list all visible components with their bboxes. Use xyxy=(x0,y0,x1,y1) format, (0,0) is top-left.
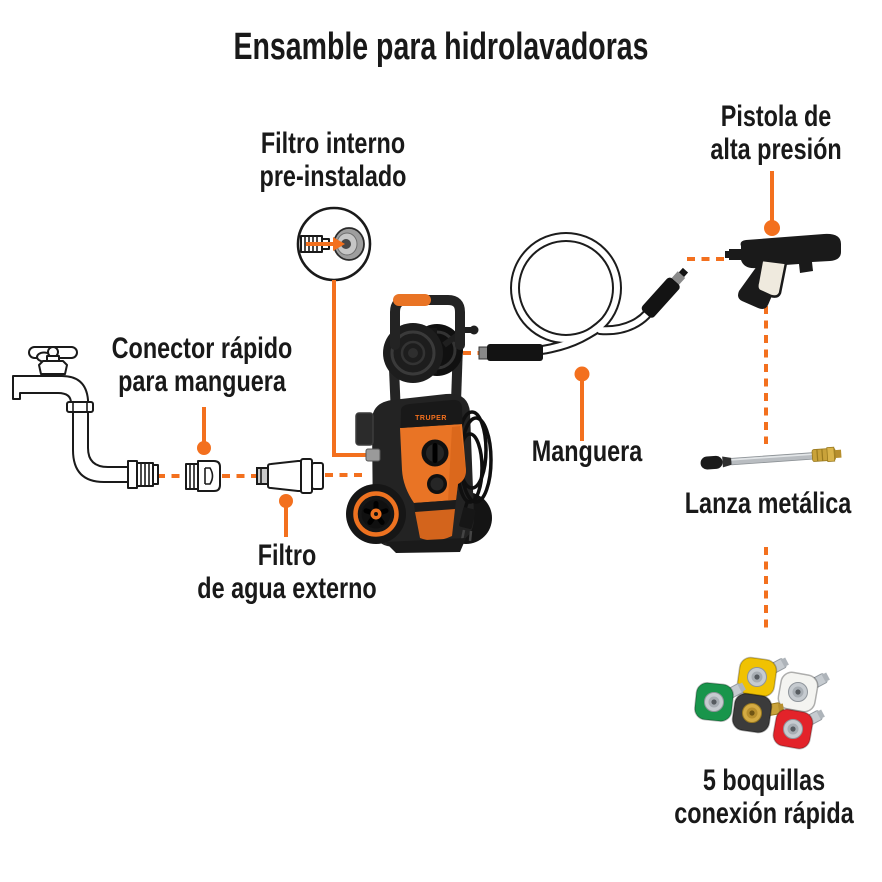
nozzle-white xyxy=(777,671,830,713)
label-filtro-externo-line1: Filtro xyxy=(257,539,317,572)
leader-internal-filter xyxy=(332,280,370,457)
dashed-connectors xyxy=(157,257,768,628)
label-filtro-interno: Filtro interno pre-instalado xyxy=(259,127,407,193)
hose-reel xyxy=(383,323,479,383)
leader-filtro-externo-dot xyxy=(279,494,293,508)
label-conector: Conector rápido para manguera xyxy=(111,332,293,398)
label-boquillas: 5 boquillas conexión rápida xyxy=(674,764,854,830)
hose-gun-connector xyxy=(641,267,689,318)
handle-grip xyxy=(393,294,431,306)
page-title: Ensamble para hidrolavadoras xyxy=(233,26,649,68)
machine-base xyxy=(385,538,466,553)
leader-manguera-dot xyxy=(574,366,590,382)
label-boquillas-line2: conexión rápida xyxy=(674,796,854,830)
nozzle-yellow xyxy=(736,656,789,698)
water-inlet xyxy=(365,448,381,462)
label-conector-line1: Conector rápido xyxy=(111,332,293,365)
lance-illustration xyxy=(700,446,842,470)
label-manguera: Manguera xyxy=(531,435,643,469)
gun-trigger xyxy=(756,258,788,298)
label-pistola: Pistola de alta presión xyxy=(710,100,842,166)
external-filter-illustration xyxy=(256,458,324,494)
label-filtro-interno-line2: pre-instalado xyxy=(259,159,407,193)
leader-pistola-dot xyxy=(764,220,780,236)
nozzle-red xyxy=(772,708,825,750)
nozzle-set-illustration xyxy=(694,656,830,750)
control-knob-top xyxy=(421,439,449,467)
front-wheel xyxy=(346,484,406,544)
label-filtro-interno-line1: Filtro interno xyxy=(260,127,406,160)
pressure-gun-illustration xyxy=(725,233,841,309)
brand-band xyxy=(400,399,463,428)
lower-tank xyxy=(415,509,455,541)
hose-illustration xyxy=(478,232,689,361)
label-pistola-line2: alta presión xyxy=(710,132,842,166)
brand-text: TRUPER xyxy=(415,415,447,422)
quick-connector-illustration xyxy=(185,460,221,492)
flow-arrow-icon xyxy=(306,237,345,251)
faucet-illustration xyxy=(12,346,159,489)
nozzle-green xyxy=(694,682,746,722)
internal-filter-detail-circle xyxy=(296,206,372,282)
label-boquillas-line1: 5 boquillas xyxy=(702,764,826,797)
label-pistola-line1: Pistola de xyxy=(720,100,832,133)
label-lanza-line1: Lanza metálica xyxy=(684,487,852,520)
label-lanza: Lanza metálica xyxy=(684,487,852,521)
control-knob-bottom xyxy=(427,474,447,494)
leader-conector-dot xyxy=(197,441,211,455)
label-conector-line2: para manguera xyxy=(118,364,286,398)
gun-body xyxy=(740,233,841,273)
pressure-washer-illustration: TRUPER xyxy=(346,294,493,553)
nozzle-black xyxy=(731,692,785,734)
label-filtro-externo-line2: de agua externo xyxy=(197,571,377,605)
label-manguera-line1: Manguera xyxy=(531,435,643,468)
label-filtro-externo: Filtro de agua externo xyxy=(197,539,377,605)
side-bracket xyxy=(355,412,374,446)
hose-machine-connector xyxy=(478,344,543,361)
